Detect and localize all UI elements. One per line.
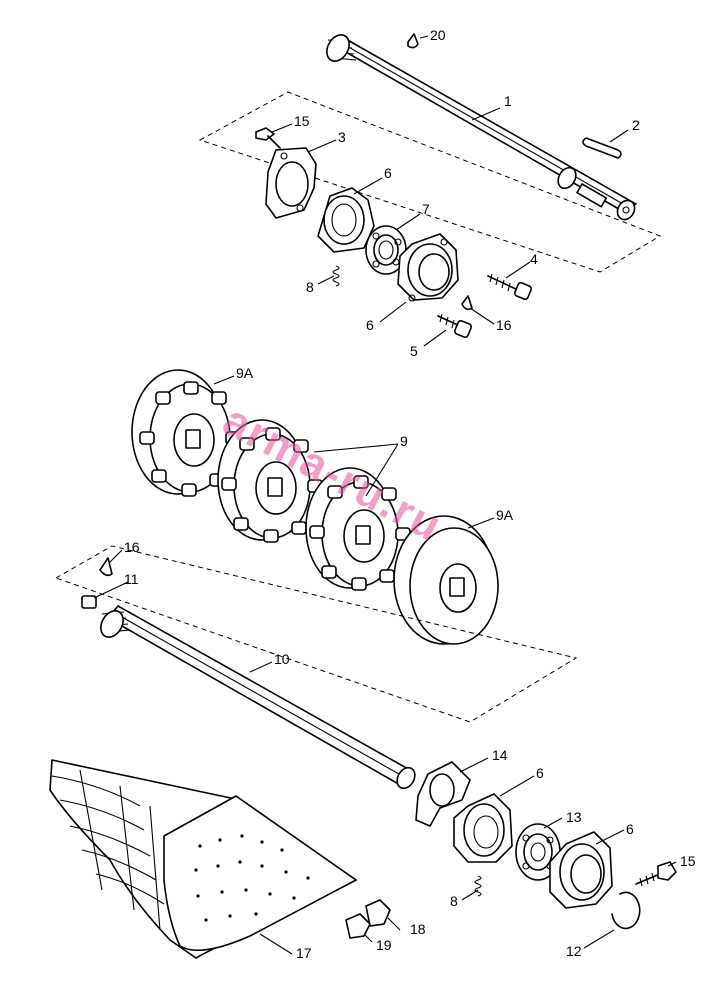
callout-15-lower: 15	[680, 853, 696, 869]
callout-3: 3	[338, 129, 346, 145]
callout-7: 7	[422, 201, 430, 217]
callout-6-b: 6	[366, 317, 374, 333]
bearing-upper	[365, 225, 407, 275]
callout-13: 13	[566, 809, 582, 825]
grease-fitting-upper	[461, 295, 473, 311]
callout-5: 5	[410, 343, 418, 359]
callout-14: 14	[492, 747, 508, 763]
driven-shaft	[100, 605, 416, 790]
lower-assembly-frame	[54, 545, 578, 723]
callout-9A-bottom: 9A	[496, 507, 514, 523]
callout-8-lower: 8	[450, 893, 458, 909]
callout-6-d: 6	[626, 821, 634, 837]
bearing-flange-lower-left	[453, 793, 513, 863]
spring-upper	[332, 265, 340, 287]
track-clip-18	[365, 899, 391, 927]
callout-6-c: 6	[536, 765, 544, 781]
callout-4: 4	[530, 251, 538, 267]
callout-16-upper: 16	[496, 317, 512, 333]
circlip	[611, 891, 641, 930]
bolt-15-lower	[635, 861, 677, 887]
fitting-16-lower	[99, 557, 113, 577]
callout-9: 9	[400, 433, 408, 449]
callout-labels: 20 1 2 15 3 6 7 4 8 6 16 5 9A 9 9A 16 11…	[124, 27, 696, 961]
bearing-plate	[265, 147, 317, 219]
callout-19: 19	[376, 937, 392, 953]
track-belt	[49, 759, 357, 959]
callout-18: 18	[410, 921, 426, 937]
spring-lower	[474, 875, 482, 897]
grease-fitting	[407, 33, 419, 49]
bolt-5	[437, 313, 473, 339]
upper-assembly-frame	[198, 91, 662, 273]
bearing-flange-mid	[397, 233, 459, 302]
bearing-flange-lower-right	[549, 831, 613, 909]
callout-1: 1	[504, 93, 512, 109]
callout-12: 12	[566, 943, 582, 959]
plug-11	[81, 595, 97, 609]
bearing-lower	[515, 823, 561, 881]
callout-16-lower: 16	[124, 539, 140, 555]
sprocket-9-second	[305, 467, 411, 591]
callout-17: 17	[296, 945, 312, 961]
sprocket-9A-right	[393, 515, 499, 645]
callout-9A-top: 9A	[236, 365, 254, 381]
callout-8-upper: 8	[306, 279, 314, 295]
callout-6-a: 6	[384, 165, 392, 181]
bolt-15-upper	[255, 127, 281, 149]
key-part	[582, 137, 622, 159]
callout-20: 20	[430, 27, 446, 43]
callout-10: 10	[274, 651, 290, 667]
leader-lines	[93, 35, 677, 955]
sprocket-9-first	[217, 419, 323, 543]
callout-2: 2	[632, 117, 640, 133]
callout-11: 11	[124, 571, 139, 587]
callout-15-upper: 15	[294, 113, 310, 129]
bearing-flange-upper	[317, 187, 375, 253]
sprocket-9A-left	[131, 369, 241, 497]
drive-shaft	[326, 34, 637, 221]
bearing-plate-lower	[415, 761, 471, 827]
bolt-4	[487, 273, 533, 301]
track-clip-19	[345, 913, 371, 939]
